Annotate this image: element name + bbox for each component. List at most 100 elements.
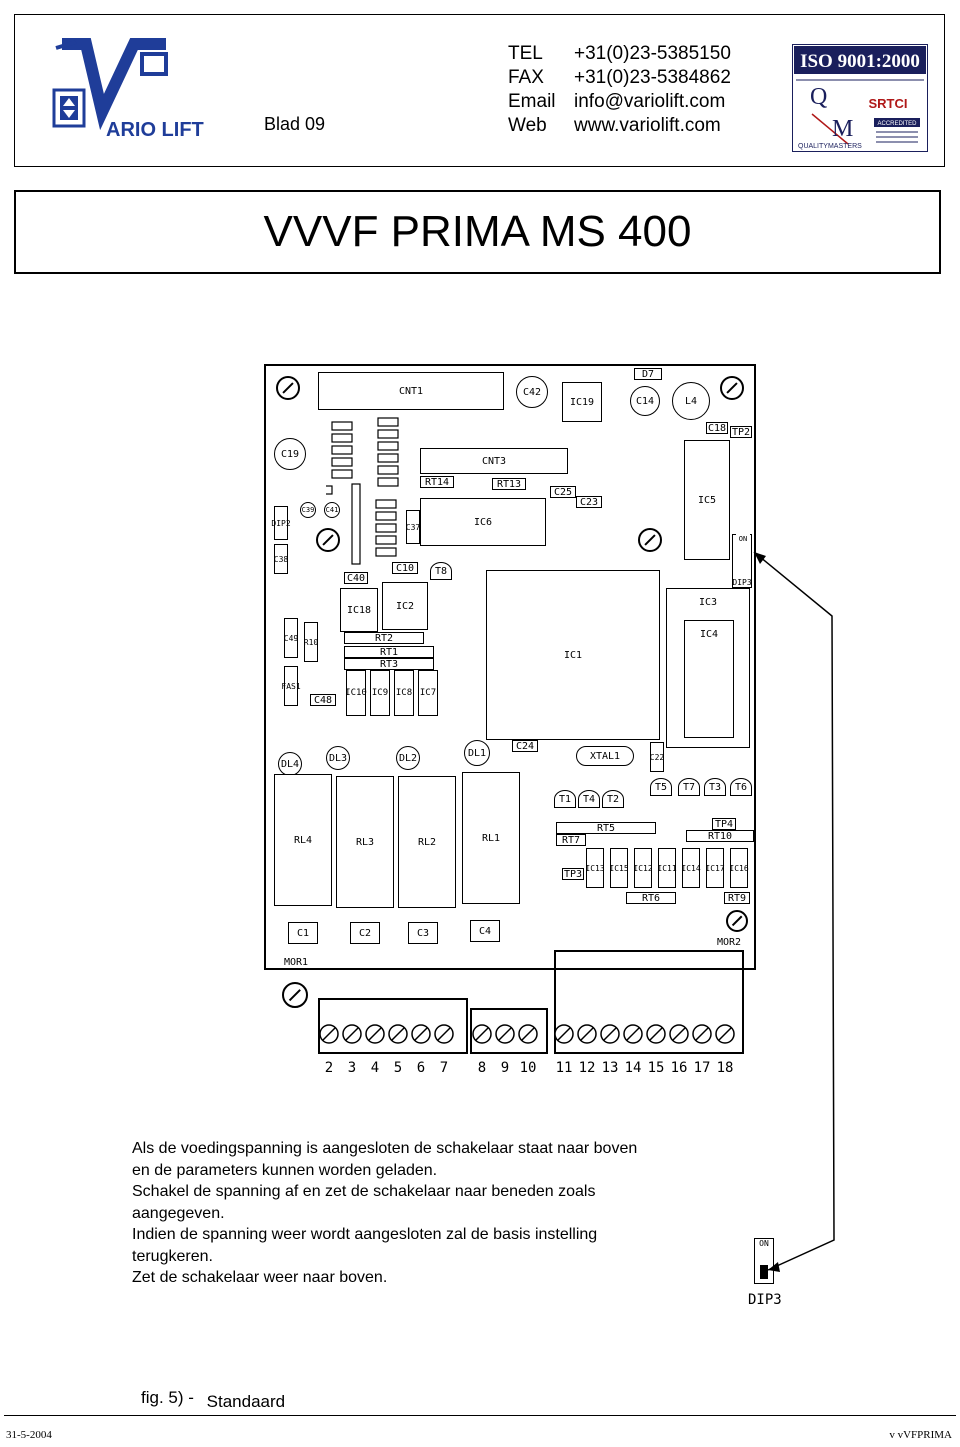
c19-capacitor: C19 bbox=[274, 438, 306, 470]
c2-capacitor: C2 bbox=[350, 922, 380, 944]
c40-component: C40 bbox=[344, 572, 368, 584]
mounting-screw-mid bbox=[638, 528, 662, 552]
logo-text: ARIO LIFT bbox=[106, 119, 204, 141]
mounting-screw-bottom-left bbox=[282, 982, 308, 1008]
terminal-screws bbox=[266, 366, 758, 972]
terminal-16: 16 bbox=[671, 1060, 688, 1076]
ic4-chip: IC4 bbox=[684, 620, 734, 738]
ic12-chip: IC12 bbox=[633, 848, 653, 888]
dip2-switch: DIP2 bbox=[271, 506, 291, 540]
c38-component: C38 bbox=[274, 544, 288, 574]
c42-capacitor: C42 bbox=[516, 376, 548, 408]
terminal-14: 14 bbox=[625, 1060, 642, 1076]
terminal-5: 5 bbox=[394, 1060, 402, 1076]
dip3-switch-board: DIP3 bbox=[732, 534, 752, 588]
contact-block: TEL+31(0)23-5385150 FAX+31(0)23-5384862 … bbox=[508, 42, 731, 138]
footer-doc-name: v vVFPRIMA bbox=[889, 1429, 952, 1441]
tp4-testpoint: TP4 bbox=[712, 818, 736, 830]
rt9-resistor: RT9 bbox=[724, 892, 750, 904]
terminal-13: 13 bbox=[602, 1060, 619, 1076]
ic5-chip: IC5 bbox=[684, 440, 730, 560]
rt10-resistor: RT10 bbox=[686, 830, 754, 842]
terminal-15: 15 bbox=[648, 1060, 665, 1076]
t5-transistor: T5 bbox=[650, 778, 672, 796]
terminal-block-left bbox=[318, 998, 468, 1054]
c48-component: C48 bbox=[310, 694, 336, 706]
dip3-switch-detail: ON bbox=[754, 1238, 774, 1284]
mounting-screw-top-left bbox=[276, 376, 300, 400]
figure-label: fig. 5) - bbox=[141, 1388, 194, 1407]
svg-text:Q: Q bbox=[810, 84, 827, 110]
instruction-text: Als de voedingspanning is aangesloten de… bbox=[132, 1138, 752, 1289]
terminal-18: 18 bbox=[717, 1060, 734, 1076]
svg-text:M: M bbox=[832, 116, 853, 142]
t1-transistor: T1 bbox=[554, 790, 576, 808]
dip3-toggle bbox=[760, 1265, 768, 1279]
ic10-chip: IC10 bbox=[345, 670, 367, 716]
vario-lift-logo: ARIO LIFT bbox=[48, 38, 204, 144]
ic14-chip: IC14 bbox=[681, 848, 701, 888]
c10-component: C10 bbox=[392, 562, 418, 574]
ic9-chip: IC9 bbox=[370, 670, 390, 716]
xtal1-crystal: XTAL1 bbox=[576, 746, 634, 766]
t3-transistor: T3 bbox=[704, 778, 726, 796]
ic6-chip: IC6 bbox=[420, 498, 546, 546]
ic7-chip: IC7 bbox=[418, 670, 438, 716]
resistor-array-graphic bbox=[326, 417, 399, 565]
figure-caption: fig. 5) - Standaard bbox=[141, 1388, 285, 1411]
text-line-6: terugkeren. bbox=[132, 1247, 213, 1265]
terminal-10: 10 bbox=[520, 1060, 537, 1076]
ic15-chip: IC15 bbox=[609, 848, 629, 888]
rl2-relay: RL2 bbox=[398, 776, 456, 908]
dip3-on-label: ON bbox=[736, 534, 750, 544]
text-line-4: aangegeven. bbox=[132, 1204, 225, 1222]
ic2-chip: IC2 bbox=[382, 582, 428, 630]
dl2-led: DL2 bbox=[396, 746, 420, 770]
rt7-resistor: RT7 bbox=[556, 834, 586, 846]
cnt3-connector: CNT3 bbox=[420, 448, 568, 474]
terminal-block-right bbox=[554, 950, 744, 1054]
terminal-block-mid bbox=[470, 1008, 548, 1054]
dip3-caption: DIP3 bbox=[748, 1292, 782, 1308]
c22-component: C22 bbox=[650, 742, 664, 772]
c41-capacitor: C41 bbox=[324, 502, 340, 518]
ic1-chip: IC1 bbox=[486, 570, 660, 740]
c1-capacitor: C1 bbox=[288, 922, 318, 944]
terminal-9: 9 bbox=[501, 1060, 509, 1076]
rt13-resistor: RT13 bbox=[492, 478, 526, 490]
iso-mark-srtci: SRTCI bbox=[869, 96, 908, 111]
contact-tel: TEL+31(0)23-5385150 bbox=[508, 43, 731, 64]
c4-capacitor: C4 bbox=[470, 920, 500, 942]
ic18-chip: IC18 bbox=[340, 588, 378, 632]
ic13-chip: IC13 bbox=[585, 848, 605, 888]
contact-fax: FAX+31(0)23-5384862 bbox=[508, 67, 731, 88]
terminal-2: 2 bbox=[325, 1060, 333, 1076]
text-line-3: Schakel de spanning af en zet de schakel… bbox=[132, 1183, 596, 1200]
terminal-8: 8 bbox=[478, 1060, 486, 1076]
terminal-3: 3 bbox=[348, 1060, 356, 1076]
iso-mark-qualitymasters: QUALITYMASTERS bbox=[798, 143, 862, 150]
ic16-chip: IC16 bbox=[729, 848, 749, 888]
page-label: Blad 09 bbox=[264, 114, 326, 134]
ic17-chip: IC17 bbox=[705, 848, 725, 888]
text-line-7: Zet de schakelaar weer naar boven. bbox=[132, 1269, 388, 1286]
iso-certification-badge: ISO 9001:2000 Q M QUALITYMASTERS SRTCI A… bbox=[792, 44, 928, 152]
ic11-chip: IC11 bbox=[657, 848, 677, 888]
text-line-5: Indien de spanning weer wordt aangeslote… bbox=[132, 1226, 598, 1243]
c3-capacitor: C3 bbox=[408, 922, 438, 944]
rl3-relay: RL3 bbox=[336, 776, 394, 908]
c24-component: C24 bbox=[512, 740, 538, 752]
rl4-relay: RL4 bbox=[274, 774, 332, 906]
c25-component: C25 bbox=[550, 486, 576, 498]
mounting-screw-left bbox=[316, 528, 340, 552]
fas1-fuse: FAS1 bbox=[281, 666, 301, 706]
rt3-resistor: RT3 bbox=[344, 658, 434, 670]
document-title: VVVF PRIMA MS 400 bbox=[14, 190, 941, 274]
d7-diode: D7 bbox=[634, 368, 662, 380]
rt2-resistor: RT2 bbox=[344, 632, 424, 644]
terminal-12: 12 bbox=[579, 1060, 596, 1076]
t6-transistor: T6 bbox=[730, 778, 752, 796]
dip3-pointer-line bbox=[753, 551, 835, 1272]
rt6-resistor: RT6 bbox=[626, 892, 676, 904]
